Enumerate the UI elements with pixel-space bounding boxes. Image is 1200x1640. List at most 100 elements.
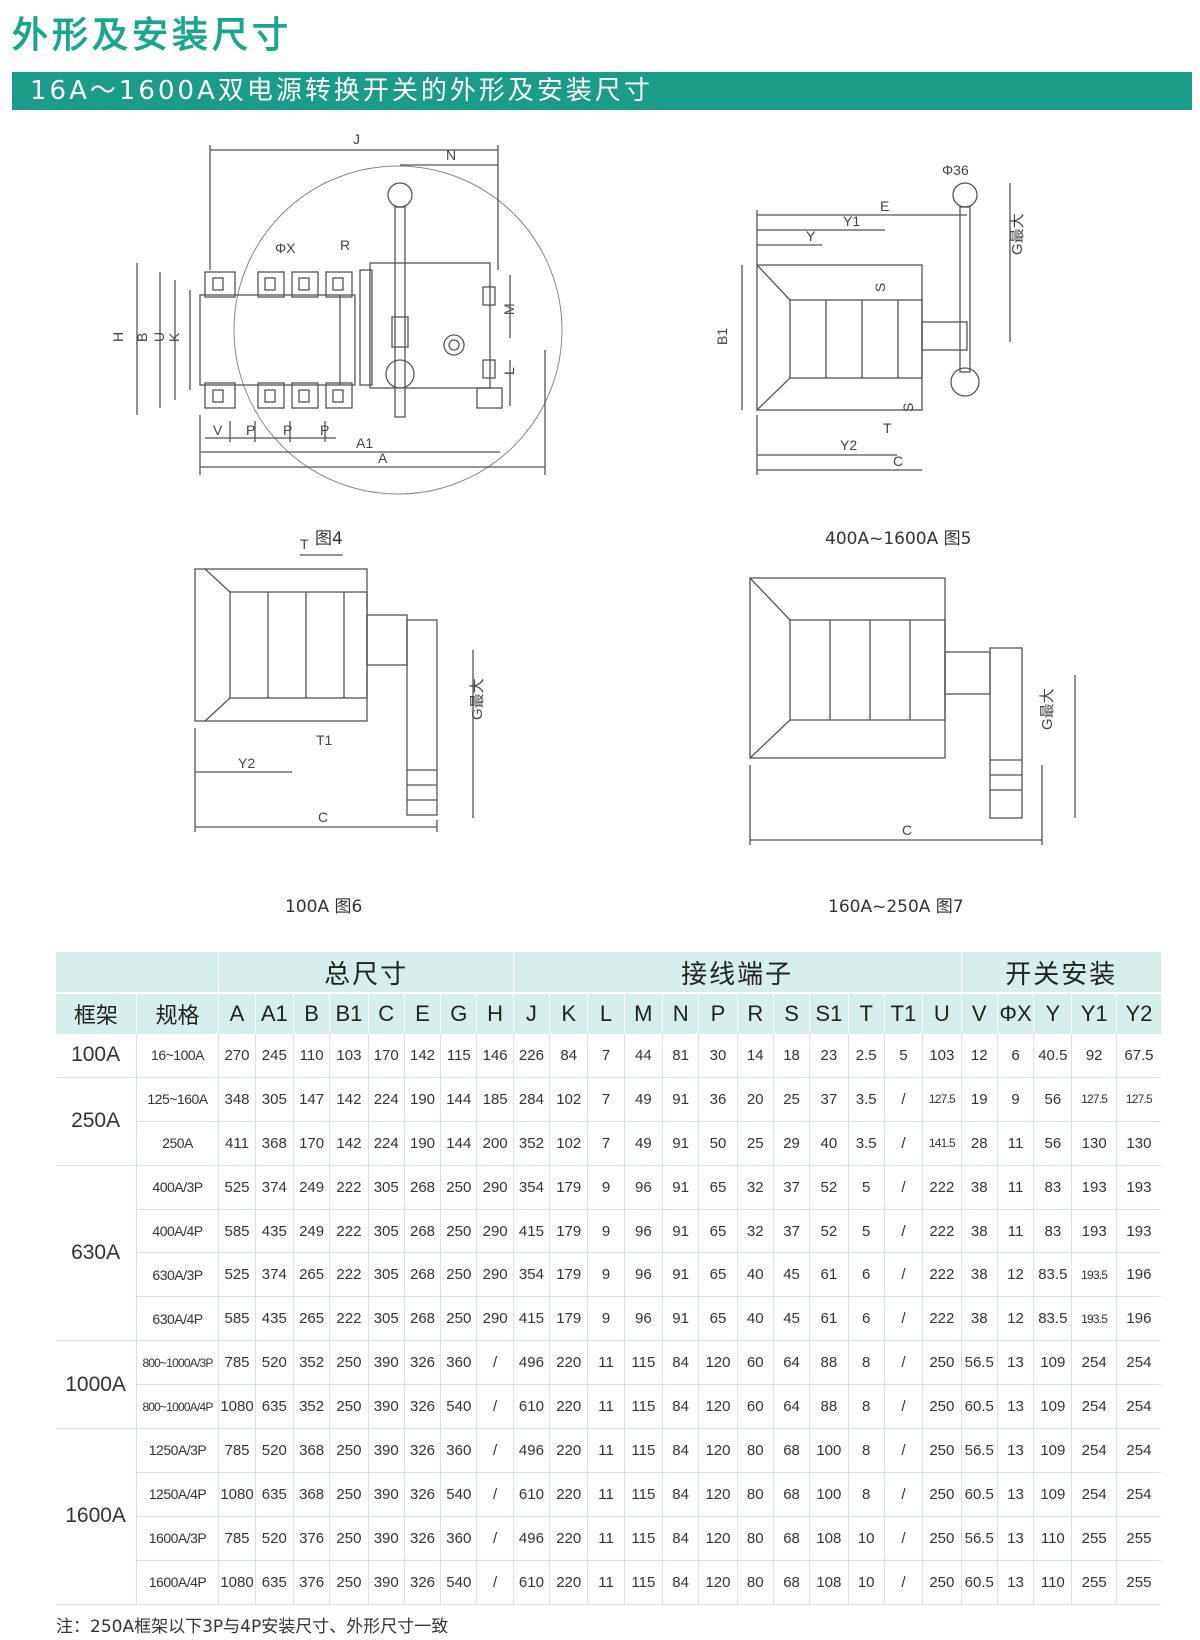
value-cell: 360 [440,1516,477,1561]
value-cell: 56.5 [960,1428,998,1473]
value-cell: 144 [440,1077,477,1122]
value-cell: 127.5 [922,1077,962,1122]
fig5-label-b1: B1 [714,328,730,345]
value-cell: 10 [847,1516,885,1561]
value-cell: 268 [403,1209,441,1254]
value-cell: 222 [329,1165,369,1210]
column-header: T [847,993,885,1034]
value-cell: 110 [1033,1560,1072,1605]
value-cell: 91 [661,1296,699,1342]
value-cell: 120 [698,1384,738,1430]
value-cell: 127.5 [1071,1077,1117,1122]
value-cell: 390 [367,1472,405,1517]
value-cell: 7 [587,1121,625,1166]
value-cell: 250 [329,1560,369,1605]
spec-cell: 1250A/4P [135,1472,219,1517]
value-cell: 68 [772,1428,810,1473]
value-cell: 265 [292,1252,330,1298]
figure-4-drawing [136,145,563,495]
value-cell: 13 [996,1560,1034,1605]
value-cell: 45 [772,1296,810,1342]
column-header: Y2 [1115,993,1161,1034]
group-header-terminal: 接线端子 [512,952,962,994]
value-cell: 250 [922,1472,962,1517]
value-cell: 11 [996,1209,1034,1254]
value-cell: 220 [549,1340,588,1386]
fig4-label-k: K [166,332,182,342]
value-cell: 50 [698,1121,738,1166]
column-header: C [367,993,405,1034]
value-cell: 255 [1115,1560,1161,1605]
value-cell: 56.5 [960,1516,998,1561]
value-cell: / [883,1472,923,1517]
value-cell: 68 [772,1516,810,1561]
spec-cell: 800~1000A/4P [135,1384,219,1430]
value-cell: 254 [1115,1340,1161,1386]
spec-cell: 16~100A [135,1034,219,1078]
column-header: R [736,993,774,1034]
value-cell: 254 [1071,1428,1117,1473]
value-cell: 8 [847,1472,885,1517]
value-cell: 56 [1033,1121,1072,1166]
spec-cell: 400A/4P [135,1209,219,1254]
value-cell: 68 [772,1472,810,1517]
value-cell: 326 [403,1472,441,1517]
value-cell: 435 [254,1209,294,1254]
value-cell: 6 [847,1252,885,1298]
value-cell: 60.5 [960,1560,998,1605]
value-cell: 222 [922,1296,962,1342]
fig4-label-phix: ΦX [275,240,296,256]
group-header-mounting: 开关安装 [960,952,1161,994]
value-cell: 193.5 [1071,1296,1117,1342]
value-cell: 20 [736,1077,774,1122]
value-cell: 179 [549,1209,588,1254]
value-cell: 13 [996,1472,1034,1517]
fig5-label-g: G最大 [1009,213,1026,255]
value-cell: 13 [996,1516,1034,1561]
value-cell: 785 [218,1428,256,1473]
value-cell: 585 [218,1209,256,1254]
column-header: K [549,993,588,1034]
figure-7-drawing [749,577,1076,845]
value-cell: 305 [367,1165,405,1210]
value-cell: 141.5 [922,1121,962,1166]
column-header: T1 [883,993,923,1034]
value-cell: 91 [661,1209,699,1254]
value-cell: 109 [1033,1472,1072,1517]
value-cell: 120 [698,1516,738,1561]
value-cell: 110 [292,1034,330,1078]
column-header: G [440,993,477,1034]
value-cell: 36 [698,1077,738,1122]
value-cell: 84 [661,1472,699,1517]
value-cell: 224 [367,1121,405,1166]
value-cell: 390 [367,1560,405,1605]
value-cell: / [883,1209,923,1254]
value-cell: 352 [292,1340,330,1386]
value-cell: 254 [1071,1384,1117,1430]
value-cell: 390 [367,1516,405,1561]
value-cell: 83 [1033,1165,1072,1210]
column-header: L [587,993,625,1034]
value-cell: 115 [623,1428,663,1473]
fig5-label-y2: Y2 [840,437,857,453]
value-cell: 250 [922,1560,962,1605]
fig6-label-c: C [318,809,328,825]
value-cell: 64 [772,1340,810,1386]
value-cell: 12 [996,1296,1034,1342]
column-header: S1 [809,993,849,1034]
value-cell: / [883,1560,923,1605]
value-cell: 222 [922,1252,962,1298]
value-cell: 254 [1071,1340,1117,1386]
value-cell: 196 [1115,1296,1161,1342]
caption-fig4: 图4 [315,529,343,549]
value-cell: 415 [512,1209,550,1254]
spec-cell: 1600A/4P [135,1560,219,1605]
value-cell: 179 [549,1296,588,1342]
value-cell: 1080 [218,1384,256,1430]
column-header: B1 [329,993,369,1034]
value-cell: 142 [403,1034,441,1078]
value-cell: 610 [512,1472,550,1517]
